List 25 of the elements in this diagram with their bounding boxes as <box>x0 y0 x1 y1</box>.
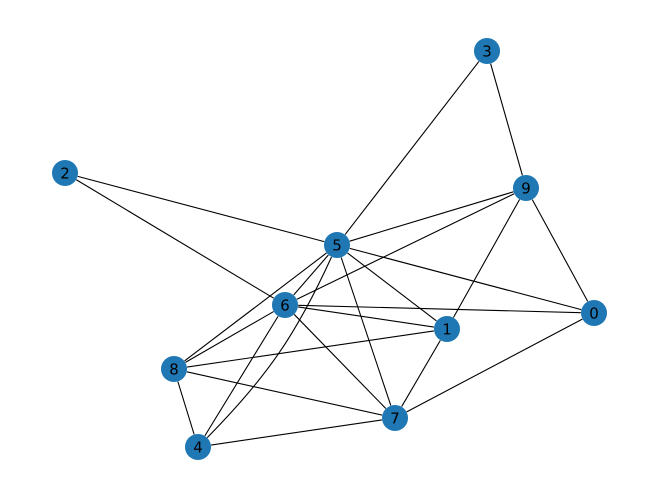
edge-line <box>401 340 441 407</box>
edge-line <box>350 248 582 310</box>
edge-line <box>452 199 520 318</box>
edge-line <box>347 252 437 322</box>
edge-line <box>298 306 434 328</box>
edge-line <box>349 191 514 242</box>
edge-line <box>186 371 382 416</box>
edge-line <box>184 252 327 362</box>
edge-line <box>294 314 386 409</box>
edge-line <box>177 381 195 435</box>
edge-line <box>344 61 480 235</box>
edge-line <box>76 179 274 299</box>
edge-line <box>206 256 332 438</box>
edge-line <box>298 304 581 314</box>
edge-line <box>490 64 523 176</box>
edge-line <box>186 330 434 368</box>
edge-line <box>340 257 392 406</box>
edge-line <box>293 254 329 296</box>
edge-line <box>78 176 324 242</box>
edge-line <box>204 316 279 436</box>
edge-line <box>406 318 583 412</box>
edge-line <box>296 193 514 300</box>
edge-line <box>185 311 274 363</box>
edge-line <box>532 199 588 302</box>
edge-line <box>210 419 382 446</box>
